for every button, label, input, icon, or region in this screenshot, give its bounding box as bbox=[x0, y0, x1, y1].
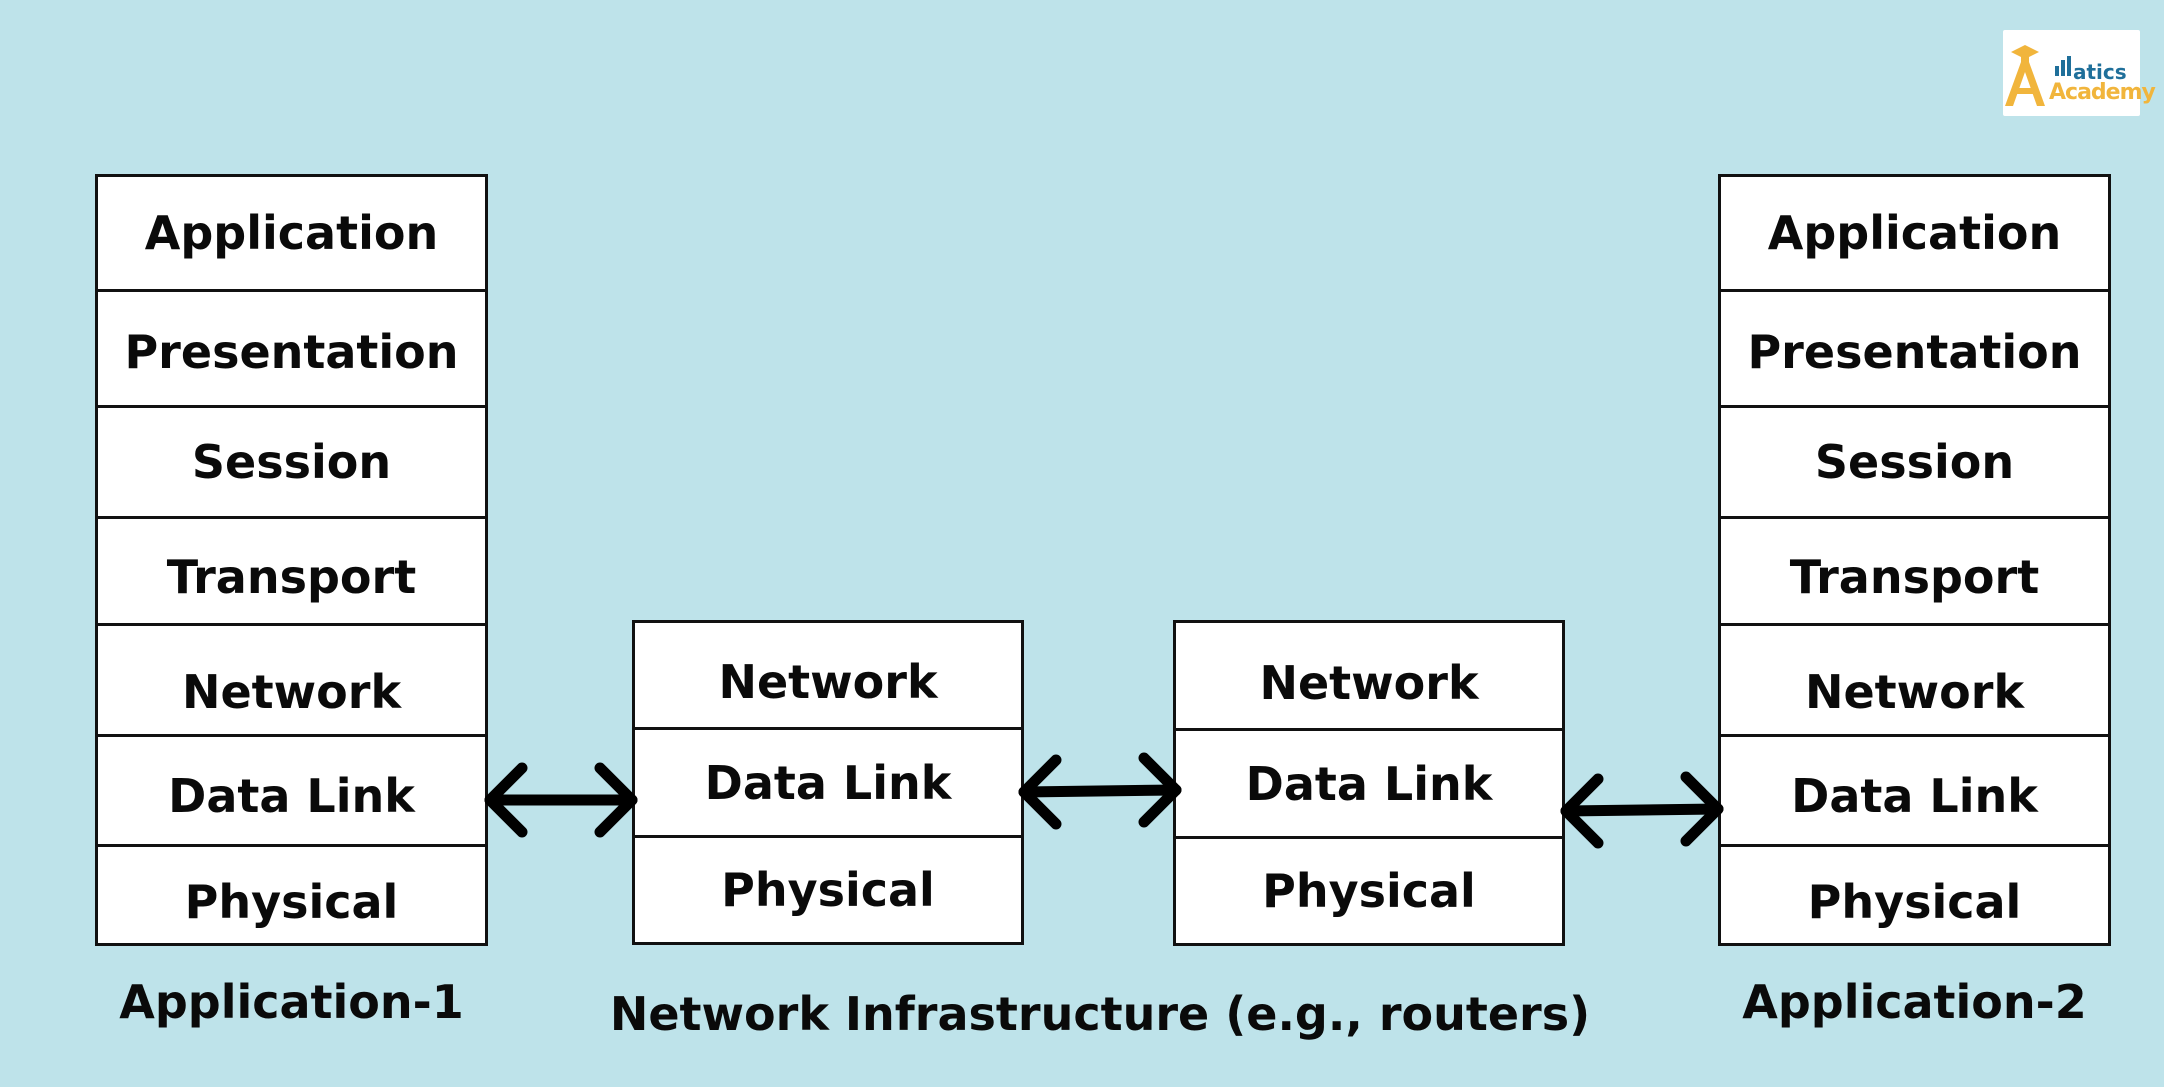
layer-physical: Physical bbox=[635, 835, 1021, 942]
layer-transport: Transport bbox=[1721, 516, 2108, 623]
layer-physical: Physical bbox=[1721, 844, 2108, 943]
layer-data-link: Data Link bbox=[98, 734, 485, 844]
caption-application-1: Application-1 bbox=[119, 975, 464, 1029]
layer-physical: Physical bbox=[98, 844, 485, 943]
logo-mark bbox=[2005, 45, 2071, 106]
layer-presentation: Presentation bbox=[1721, 289, 2108, 405]
caption-network-infrastructure: Network Infrastructure (e.g., routers) bbox=[609, 987, 1591, 1041]
logo-text-academy: Academy bbox=[2049, 80, 2156, 105]
layer-application: Application bbox=[1767, 206, 2062, 260]
osi-stack-application-2: Application Presentation Session Transpo… bbox=[1718, 174, 2111, 946]
layer-presentation: Presentation bbox=[98, 289, 485, 405]
layer-network: Network bbox=[1259, 655, 1479, 710]
bar-chart-icon bbox=[2055, 56, 2071, 76]
caption-application-2: Application-2 bbox=[1742, 975, 2087, 1029]
bidirectional-arrow-1 bbox=[484, 762, 638, 838]
logo-text-atics: atics bbox=[2073, 60, 2127, 84]
osi-stack-application-1: Application Presentation Session Transpo… bbox=[95, 174, 488, 946]
layer-network: Network bbox=[1721, 623, 2108, 734]
layer-application: Application bbox=[144, 206, 439, 260]
layer-physical: Physical bbox=[1176, 836, 1562, 943]
academy-logo: atics Academy bbox=[2003, 30, 2156, 116]
bidirectional-arrow-3 bbox=[1560, 771, 1724, 849]
graduation-cap-icon bbox=[2011, 45, 2039, 62]
layer-network: Network bbox=[98, 623, 485, 734]
layer-session: Session bbox=[98, 405, 485, 516]
bidirectional-arrow-2 bbox=[1018, 752, 1182, 830]
layer-session: Session bbox=[1721, 405, 2108, 516]
layer-data-link: Data Link bbox=[1176, 728, 1562, 836]
layer-network: Network bbox=[718, 655, 938, 709]
layer-data-link: Data Link bbox=[1721, 734, 2108, 844]
letter-a-icon bbox=[2005, 62, 2045, 106]
layer-data-link: Data Link bbox=[635, 727, 1021, 835]
router-stack-2: Network Data Link Physical bbox=[1173, 620, 1565, 946]
layer-transport: Transport bbox=[98, 516, 485, 623]
router-stack-1: Network Data Link Physical bbox=[632, 620, 1024, 945]
